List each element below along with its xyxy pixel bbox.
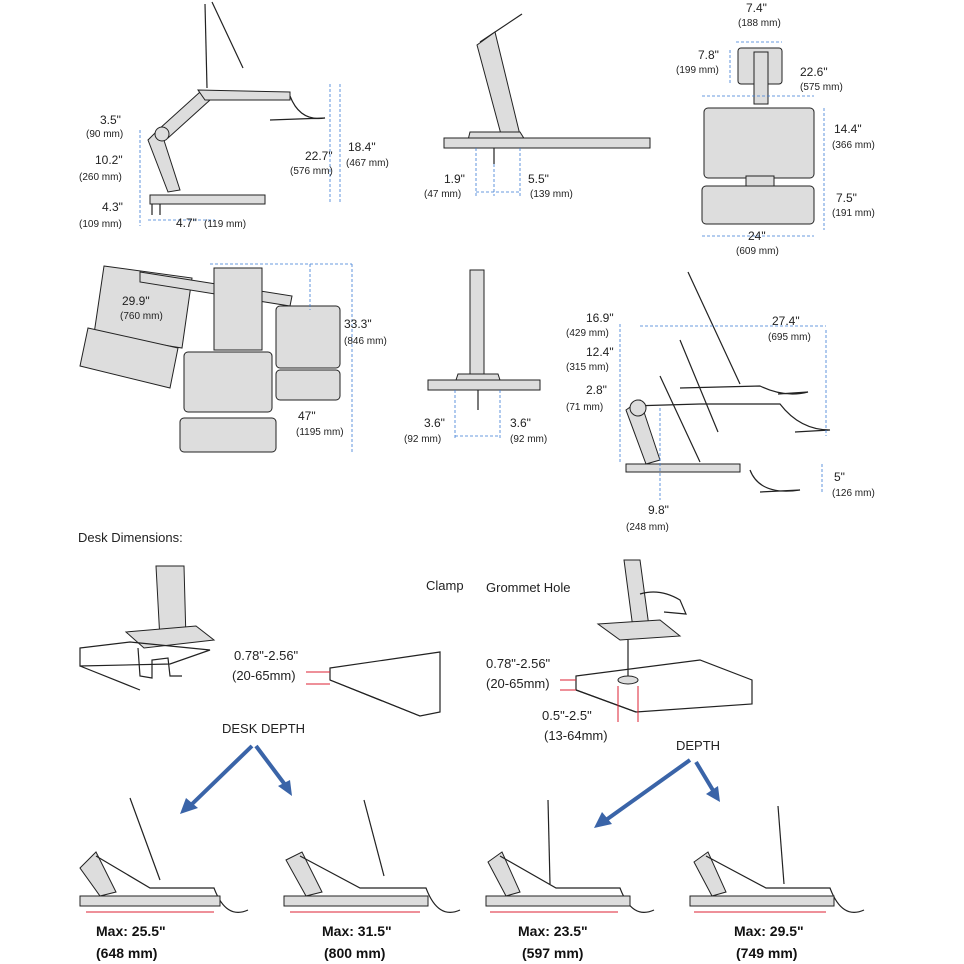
- dim-10.2: 10.2": [95, 153, 123, 167]
- depth-3-max: Max: 23.5": [518, 923, 588, 939]
- dim-92mm-left: (92 mm): [404, 434, 441, 445]
- dim-139mm: (139 mm): [530, 189, 573, 200]
- depth-diagram-1: [79, 797, 249, 913]
- dim-14.4: 14.4": [834, 122, 862, 136]
- clamp-range-in: 0.78"-2.56": [234, 648, 299, 663]
- depth-4-max: Max: 29.5": [734, 923, 804, 939]
- dim-467mm: (467 mm): [346, 158, 389, 169]
- grommet-diagram: [560, 559, 753, 722]
- dim-199mm: (199 mm): [676, 65, 719, 76]
- dim-760mm: (760 mm): [120, 311, 163, 322]
- dim-9.8: 9.8": [648, 503, 669, 517]
- dim-22.6: 22.6": [800, 65, 828, 79]
- side-view-diagram: [139, 1, 341, 226]
- depth-2-mm: (800 mm): [324, 945, 385, 961]
- depth-diagram-3: [485, 799, 655, 913]
- dim-695mm: (695 mm): [768, 332, 811, 343]
- dim-7.5: 7.5": [836, 191, 857, 205]
- grommet-range-mm: (20-65mm): [486, 676, 550, 691]
- depth-1-max: Max: 25.5": [96, 923, 166, 939]
- base-front-diagram: [427, 269, 541, 440]
- dim-33.3: 33.3": [344, 317, 372, 331]
- depth-2-max: Max: 31.5": [322, 923, 392, 939]
- dim-609mm: (609 mm): [736, 246, 779, 257]
- dim-4.3: 4.3": [102, 200, 123, 214]
- hole-range-mm: (13-64mm): [544, 728, 608, 743]
- hole-range-in: 0.5"-2.5": [542, 708, 592, 723]
- dim-12.4: 12.4": [586, 345, 614, 359]
- dim-1.9: 1.9": [444, 172, 465, 186]
- dim-71mm: (71 mm): [566, 402, 603, 413]
- dim-5: 5": [834, 470, 845, 484]
- dim-16.9: 16.9": [586, 311, 614, 325]
- dim-27.4: 27.4": [772, 314, 800, 328]
- depth-arrows: [594, 758, 720, 828]
- desk-depth-arrows: [180, 744, 292, 814]
- dim-248mm: (248 mm): [626, 522, 669, 533]
- dim-188mm: (188 mm): [738, 18, 781, 29]
- dim-366mm: (366 mm): [832, 140, 875, 151]
- base-side-diagram: [443, 13, 651, 196]
- dim-429mm: (429 mm): [566, 328, 609, 339]
- depth-label: DEPTH: [676, 738, 720, 753]
- depth-diagram-2: [283, 799, 461, 913]
- dim-24: 24": [748, 229, 766, 243]
- dim-92mm-right: (92 mm): [510, 434, 547, 445]
- dim-3.6-right: 3.6": [510, 416, 531, 430]
- depth-3-mm: (597 mm): [522, 945, 583, 961]
- dim-1195mm: (1195 mm): [296, 427, 344, 438]
- depth-4-mm: (749 mm): [736, 945, 797, 961]
- dim-22.7: 22.7": [305, 149, 333, 163]
- dim-18.4: 18.4": [348, 140, 376, 154]
- dim-119mm: (119 mm): [204, 219, 246, 230]
- dim-575mm: (575 mm): [800, 82, 843, 93]
- dim-47mm: (47 mm): [424, 189, 461, 200]
- dim-576mm: (576 mm): [290, 166, 333, 177]
- dim-4.7: 4.7": [176, 216, 197, 230]
- range-motion-diagram: [619, 271, 831, 500]
- dim-191mm: (191 mm): [832, 208, 875, 219]
- top-view-diagram: [79, 263, 353, 454]
- grommet-hole-label: Grommet Hole: [486, 580, 571, 595]
- dim-47: 47": [298, 409, 316, 423]
- dim-2.8: 2.8": [586, 383, 607, 397]
- front-view-diagram: [701, 41, 825, 237]
- depth-1-mm: (648 mm): [96, 945, 157, 961]
- dim-260mm: (260 mm): [79, 172, 122, 183]
- dim-846mm: (846 mm): [344, 336, 387, 347]
- dim-109mm: (109 mm): [79, 219, 122, 230]
- dim-7.4: 7.4": [746, 1, 767, 15]
- desk-dimensions-title: Desk Dimensions:: [78, 530, 183, 545]
- clamp-label: Clamp: [426, 578, 464, 593]
- dim-90mm: (90 mm): [86, 129, 123, 140]
- dim-3.6-left: 3.6": [424, 416, 445, 430]
- desk-depth-label: DESK DEPTH: [222, 721, 305, 736]
- depth-diagram-4: [689, 805, 865, 913]
- dim-7.8: 7.8": [698, 48, 719, 62]
- clamp-range-mm: (20-65mm): [232, 668, 296, 683]
- dim-126mm: (126 mm): [832, 488, 875, 499]
- dim-315mm: (315 mm): [566, 362, 609, 373]
- dim-3.5: 3.5": [100, 113, 121, 127]
- dim-29.9: 29.9": [122, 294, 150, 308]
- grommet-range-in: 0.78"-2.56": [486, 656, 551, 671]
- dim-5.5: 5.5": [528, 172, 549, 186]
- clamp-diagram: [79, 565, 441, 717]
